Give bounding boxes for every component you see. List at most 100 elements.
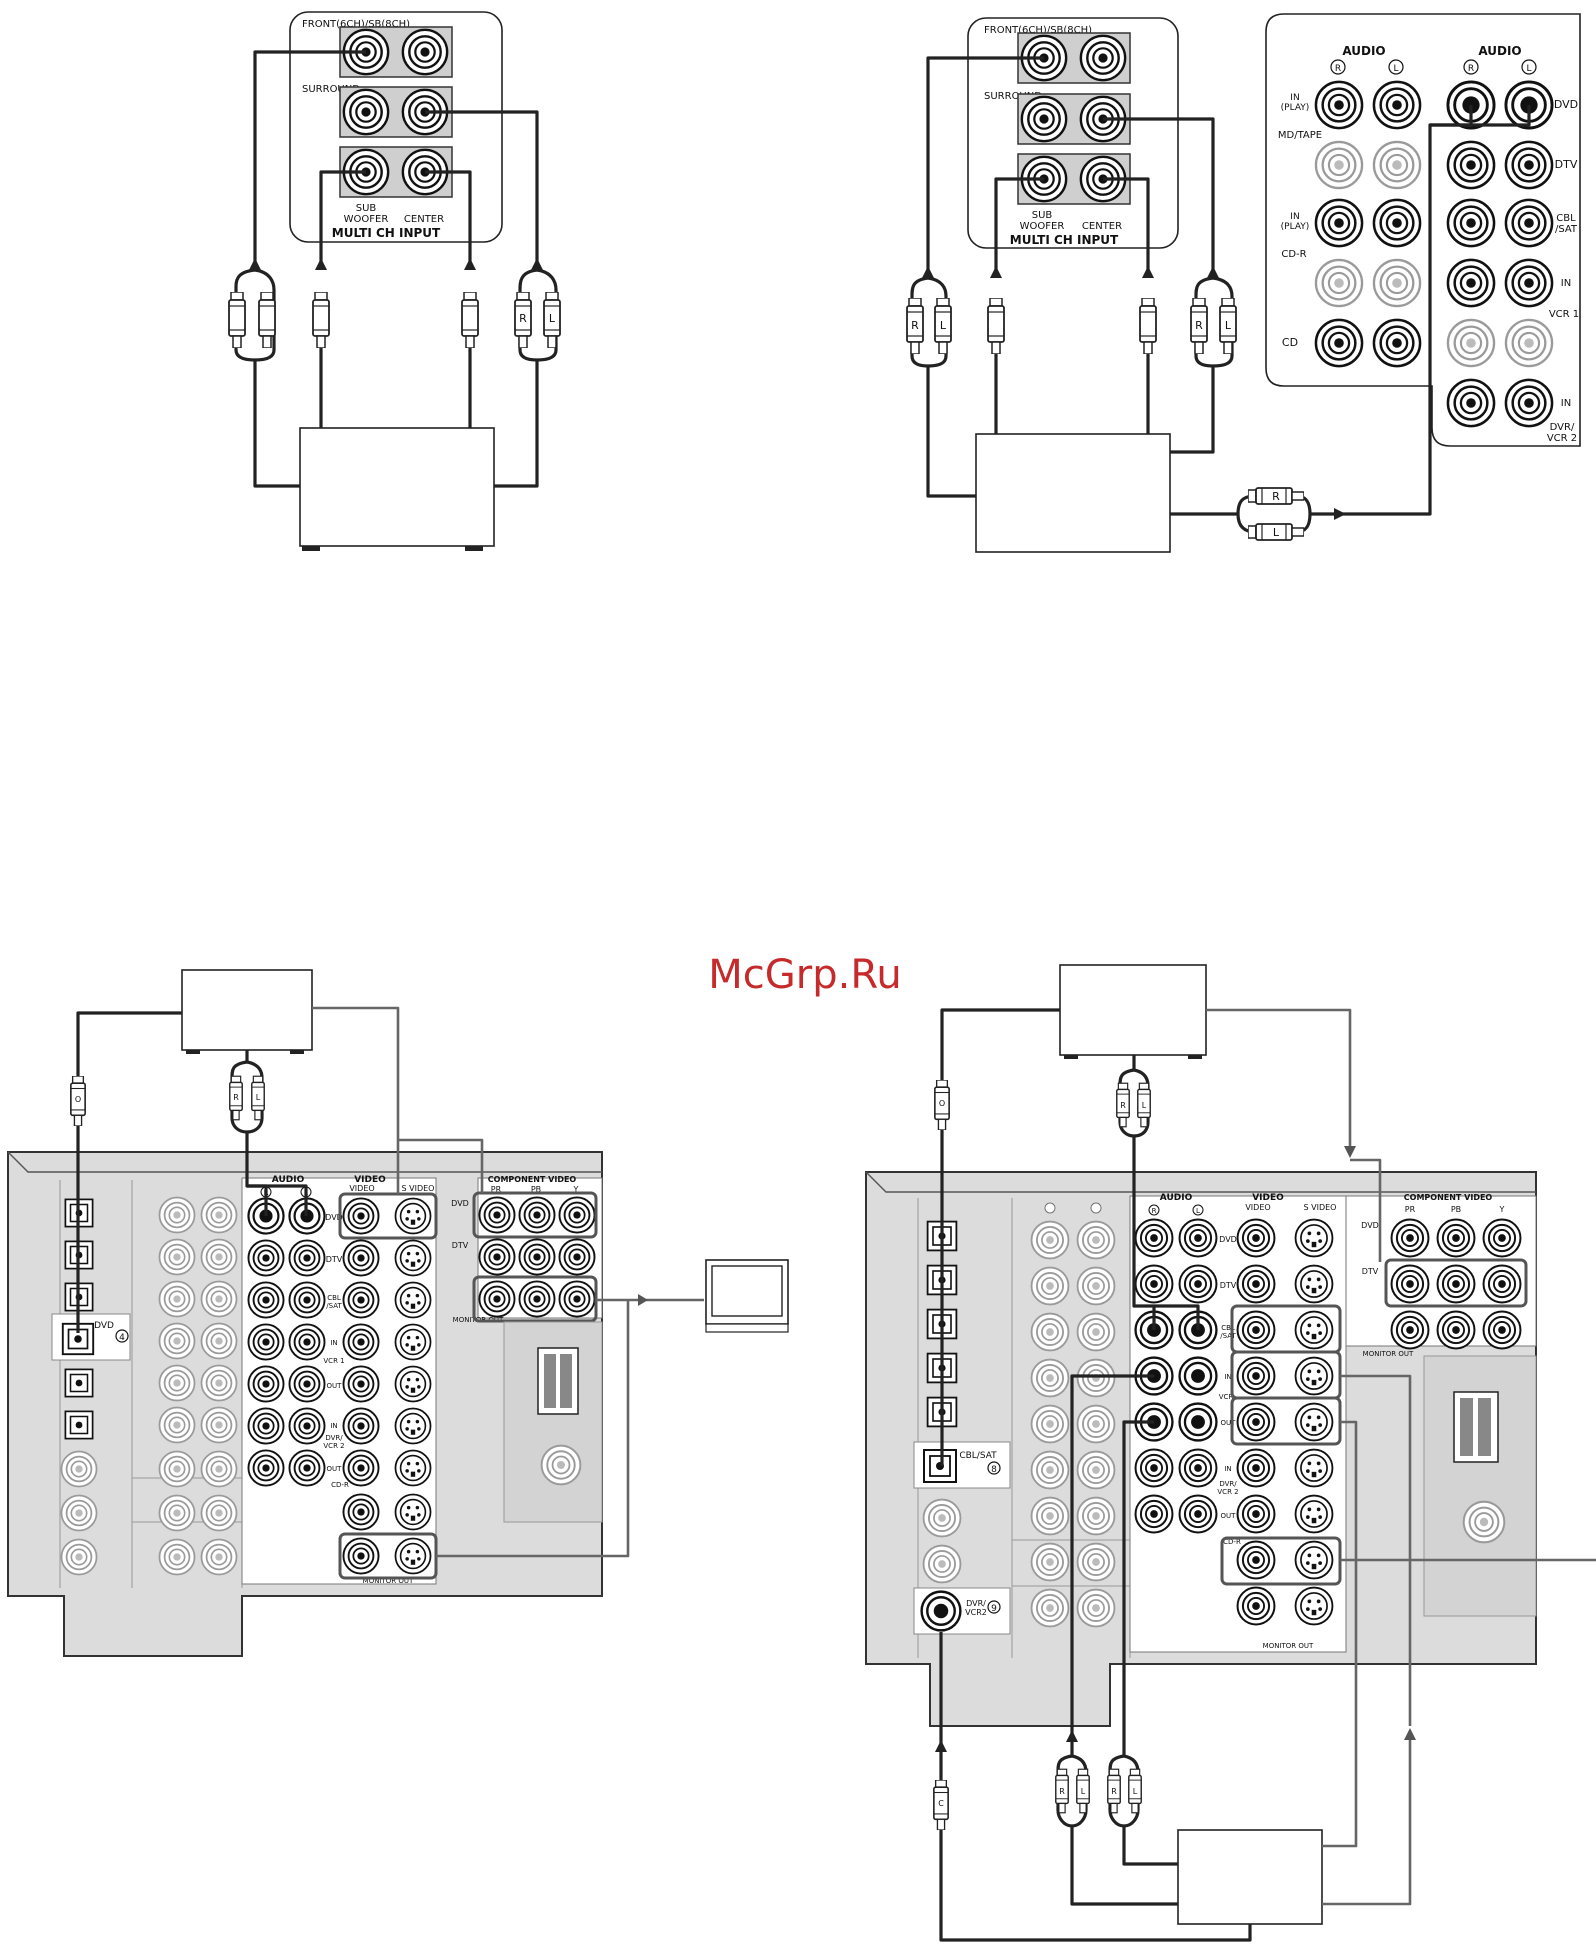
front-l-jack[interactable] <box>1079 34 1127 82</box>
dtv-l-jack[interactable] <box>1504 140 1554 190</box>
in-play-label-2: IN(PLAY) <box>1281 212 1310 232</box>
dtv-r-jack[interactable] <box>1446 140 1496 190</box>
front-l-jack[interactable] <box>401 28 449 76</box>
optical-cblsat-label: CBL/SAT <box>959 1451 997 1461</box>
gray-ch-l-mark <box>1090 1202 1102 1214</box>
comp-dtv-highlight <box>1384 1258 1528 1308</box>
md-tape-out-l-jack[interactable] <box>1372 140 1422 190</box>
dvd-s-video-jack[interactable] <box>394 1197 432 1235</box>
surround-r-jack[interactable] <box>342 88 390 136</box>
comp-dvd-label: DVD <box>451 1199 469 1208</box>
dvr-vcr2-in-r-jack[interactable] <box>1446 378 1496 428</box>
comp-dtv-label: DTV <box>452 1241 469 1250</box>
cbl-foot-left <box>1064 1055 1078 1059</box>
monitor-out-video-jack[interactable] <box>342 1537 380 1575</box>
coax-num-text: 9 <box>991 1604 997 1614</box>
cbl-sat-l-jack[interactable] <box>1504 198 1554 248</box>
md-tape-in-r-jack[interactable] <box>1314 80 1364 130</box>
tv-screen <box>711 1265 783 1317</box>
md-tape-label: MD/TAPE <box>1278 130 1322 141</box>
cbl-sat-optical-jack[interactable] <box>923 1449 957 1483</box>
vcr-out-video-jack[interactable] <box>1236 1402 1276 1442</box>
cd-r-in-r-jack[interactable] <box>1314 198 1364 248</box>
dvd-row-label: DVD <box>325 1213 343 1222</box>
component-jacks <box>478 1196 596 1318</box>
vcr-out-l-plug-label: L <box>1133 1787 1138 1796</box>
md-tape-out-r-jack[interactable] <box>1314 140 1364 190</box>
cbl-sat-r-jack[interactable] <box>1446 198 1496 248</box>
antenna-jack[interactable] <box>1462 1500 1506 1544</box>
vcr-in-audio-l-jack[interactable] <box>1178 1356 1218 1396</box>
cd-r-out-l-jack[interactable] <box>1372 258 1422 308</box>
cd-r-jack[interactable] <box>1314 318 1364 368</box>
optical-num-mark <box>115 1329 129 1343</box>
pb-header: PB <box>531 1185 541 1194</box>
center-arrow <box>464 258 476 270</box>
comp-dtv-label: DTV <box>1362 1267 1379 1276</box>
front-l-plug-label: L <box>940 319 947 332</box>
watermark-text: McGrp.Ru <box>708 952 901 998</box>
dvr-vcr2-in-l-jack[interactable] <box>1504 378 1554 428</box>
cd-r-row-label: CD-R <box>331 1481 349 1489</box>
dvr-out-row-label: OUT <box>1221 1512 1237 1520</box>
cd-r-in-l-jack[interactable] <box>1372 198 1422 248</box>
front-loop <box>234 268 276 362</box>
comp-dvd-y-jack[interactable] <box>558 1196 596 1234</box>
comp-monitor-pr-jack[interactable] <box>478 1280 516 1318</box>
md-tape-in-l-jack[interactable] <box>1372 80 1422 130</box>
vcr1-in-l-jack[interactable] <box>1504 258 1554 308</box>
surround-cable <box>1103 117 1215 278</box>
antenna-jack[interactable] <box>540 1444 582 1486</box>
device-foot-left <box>302 546 320 551</box>
vcr-in-s-video-jack[interactable] <box>1294 1356 1334 1396</box>
dtv-row-label: DTV <box>326 1255 343 1264</box>
coax-2-jack[interactable] <box>922 1544 962 1584</box>
vcr-video-in-arrow <box>1404 1728 1416 1740</box>
s-video-header: S VIDEO <box>402 1184 435 1193</box>
center-plug <box>461 292 479 348</box>
dvr-vcr2-coax-jack[interactable] <box>920 1590 962 1632</box>
optical-num8-text: 8 <box>991 1465 997 1475</box>
cbl-sat-video-jack[interactable] <box>1236 1310 1276 1350</box>
monitor-out-s-video-jack[interactable] <box>394 1537 432 1575</box>
vcr1-in-r-jack[interactable] <box>1446 258 1496 308</box>
dvd-video-jack[interactable] <box>342 1197 380 1235</box>
optical-5-jack[interactable] <box>64 1368 94 1398</box>
cbl-sat-s-video-jack[interactable] <box>1294 1310 1334 1350</box>
rx-top-edge <box>865 1171 1536 1193</box>
dtv-label: DTV <box>1555 158 1578 171</box>
monitor-out-video-jack[interactable] <box>1236 1586 1276 1626</box>
dvd-foot-right <box>290 1050 304 1054</box>
comp-monitor-pb-jack[interactable] <box>518 1280 556 1318</box>
dvd-player-device <box>181 969 313 1051</box>
audio-out-cable-l <box>1430 105 1531 127</box>
optical-6-jack[interactable] <box>64 1410 94 1440</box>
vcr-out-audio-l-jack[interactable] <box>1178 1402 1218 1442</box>
vcr1-out-r-jack[interactable] <box>1446 318 1496 368</box>
vcr1-out-l-jack[interactable] <box>1504 318 1554 368</box>
comp-dtv-y-jack[interactable] <box>1482 1264 1522 1304</box>
vcr-out-loop <box>1108 1754 1140 1828</box>
cd-l-jack[interactable] <box>1372 318 1422 368</box>
coax-1-jack[interactable] <box>922 1498 962 1538</box>
monitor-cable <box>436 1298 704 1558</box>
cbl-sat-row-label: CBL/SAT <box>1220 1324 1236 1340</box>
vcr-in-video-jack[interactable] <box>1236 1356 1276 1396</box>
cd-r-out-r-jack[interactable] <box>1314 258 1364 308</box>
comp-dvd-pb-jack[interactable] <box>518 1196 556 1234</box>
vcr-out-s-video-jack[interactable] <box>1294 1402 1334 1442</box>
vcr-in-l-plug-label: L <box>1081 1787 1086 1796</box>
optical-dvd-label: DVD <box>94 1321 114 1331</box>
coax-2-jack[interactable] <box>60 1494 98 1532</box>
comp-dtv-pb-jack[interactable] <box>1436 1264 1476 1304</box>
surround-r-jack[interactable] <box>1020 95 1068 143</box>
coax-3-jack[interactable] <box>60 1538 98 1576</box>
coax-1-jack[interactable] <box>60 1450 98 1488</box>
comp-dtv-pr-jack[interactable] <box>1390 1264 1430 1304</box>
monitor-out-s-video-jack[interactable] <box>1294 1586 1334 1626</box>
comp-dvd-pr-jack[interactable] <box>478 1196 516 1234</box>
dvd-label: DVD <box>1554 98 1578 111</box>
vcr-in-r-plug-label: R <box>1059 1787 1065 1796</box>
comp-monitor-y-jack[interactable] <box>558 1280 596 1318</box>
cd-r-label: CD-R <box>1281 249 1306 260</box>
